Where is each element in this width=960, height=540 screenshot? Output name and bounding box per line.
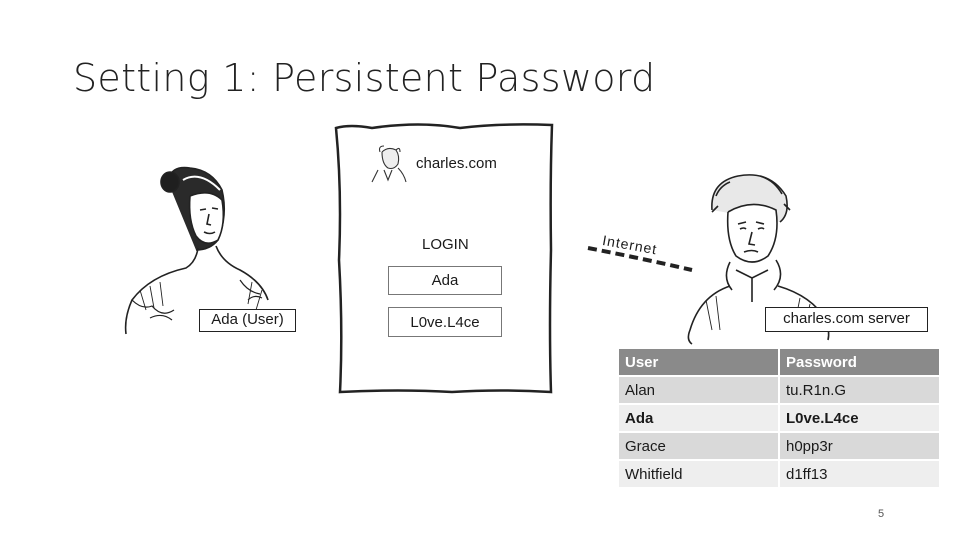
table-cell-password: d1ff13 bbox=[780, 461, 939, 487]
page-number: 5 bbox=[878, 508, 885, 520]
slide-title: Setting 1: Persistent Password bbox=[73, 56, 656, 100]
table-row: Alan tu.R1n.G bbox=[619, 377, 939, 403]
login-heading: LOGIN bbox=[422, 236, 469, 253]
user-label: Ada (User) bbox=[199, 309, 296, 332]
charles-portrait-icon bbox=[687, 174, 830, 345]
password-table: User Password Alan tu.R1n.G Ada L0ve.L4c… bbox=[617, 347, 941, 489]
table-cell-password: L0ve.L4ce bbox=[780, 405, 939, 431]
server-label: charles.com server bbox=[765, 307, 928, 332]
username-field[interactable]: Ada bbox=[388, 266, 502, 295]
table-cell-password: h0pp3r bbox=[780, 433, 939, 459]
table-row-highlighted: Ada L0ve.L4ce bbox=[619, 405, 939, 431]
table-cell-password: tu.R1n.G bbox=[780, 377, 939, 403]
column-header-user: User bbox=[619, 349, 778, 375]
table-cell-user: Ada bbox=[619, 405, 778, 431]
table-cell-user: Alan bbox=[619, 377, 778, 403]
password-field[interactable]: L0ve.L4ce bbox=[388, 307, 502, 337]
table-row: Grace h0pp3r bbox=[619, 433, 939, 459]
table-cell-user: Whitfield bbox=[619, 461, 778, 487]
column-header-password: Password bbox=[780, 349, 939, 375]
browser-window-frame bbox=[334, 123, 554, 394]
table-cell-user: Grace bbox=[619, 433, 778, 459]
table-row: Whitfield d1ff13 bbox=[619, 461, 939, 487]
charles-favicon-icon bbox=[371, 145, 407, 183]
ada-portrait-icon bbox=[124, 166, 269, 335]
site-name-label: charles.com bbox=[416, 155, 497, 172]
table-header-row: User Password bbox=[619, 349, 939, 375]
